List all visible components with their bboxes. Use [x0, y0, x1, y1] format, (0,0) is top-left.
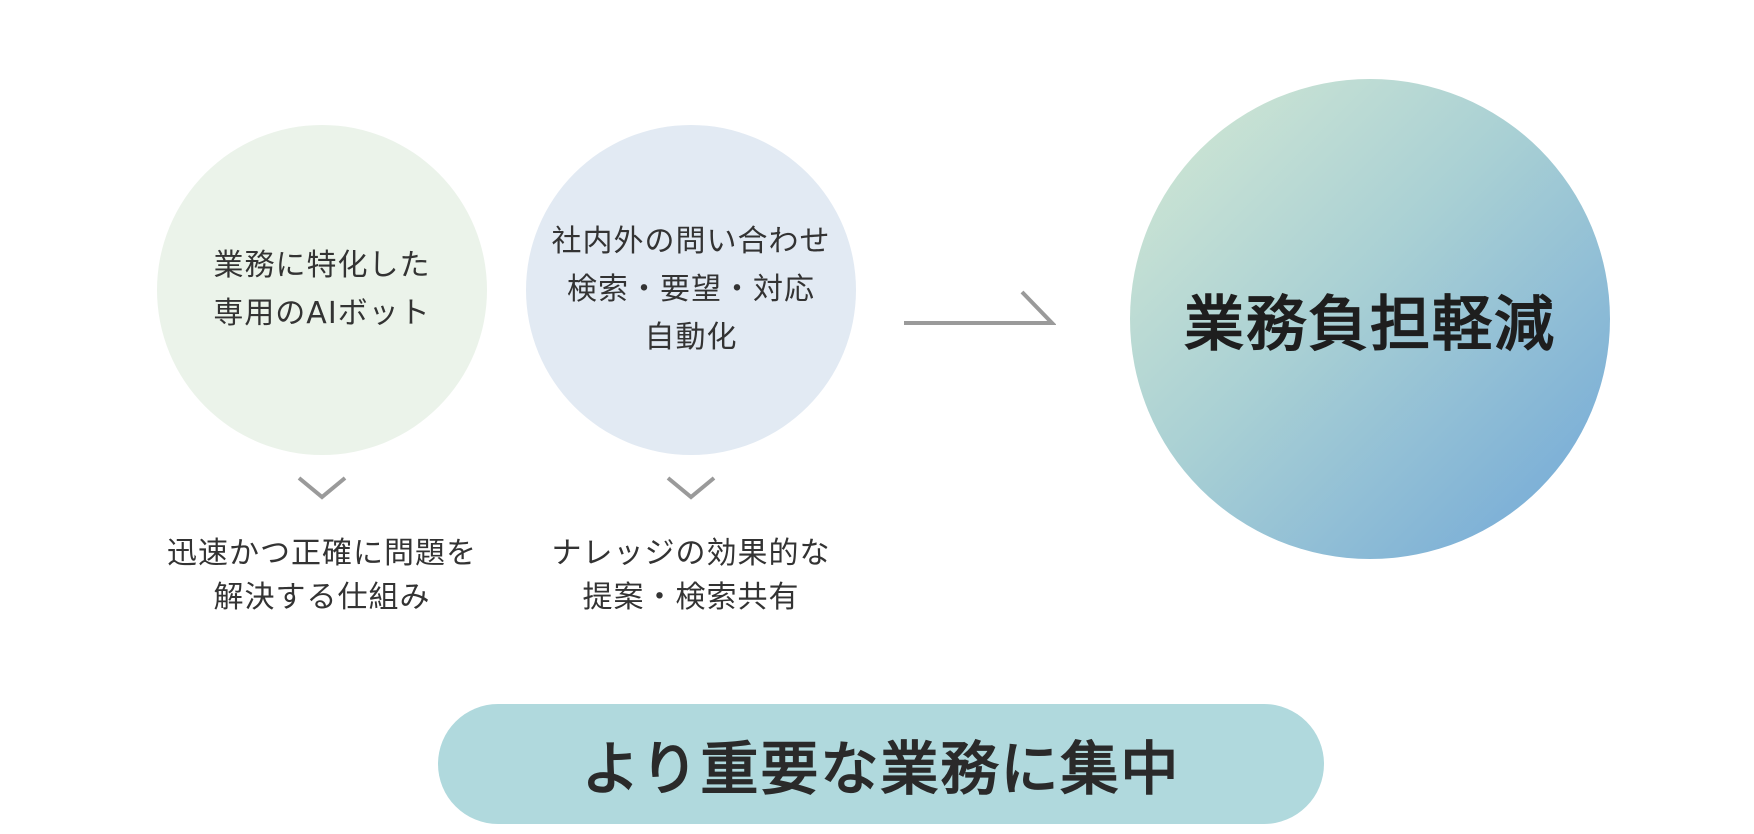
circle-text-line: 専用のAIボット — [213, 296, 431, 331]
result-text-line: 解決する仕組み — [213, 580, 431, 615]
left-result-text: 迅速かつ正確に問題を 解決する仕組み — [122, 532, 522, 620]
circle-text-line: 社内外の問い合わせ — [551, 224, 831, 259]
chevron-down-icon — [297, 476, 347, 500]
banner-label: より重要な業務に集中 — [581, 735, 1181, 803]
workload-reduction-circle: 業務負担軽減 — [1130, 79, 1610, 559]
arrow-right-icon — [904, 290, 1056, 325]
result-text-line: 迅速かつ正確に問題を — [167, 536, 477, 571]
focus-banner: より重要な業務に集中 — [438, 704, 1324, 824]
result-text-line: ナレッジの効果的な — [551, 536, 831, 571]
result-text-line: 提案・検索共有 — [582, 580, 800, 615]
inquiry-automation-circle: 社内外の問い合わせ 検索・要望・対応 自動化 — [526, 125, 856, 455]
specialized-ai-bot-circle: 業務に特化した 専用のAIボット — [157, 125, 487, 455]
middle-result-text: ナレッジの効果的な 提案・検索共有 — [491, 532, 891, 620]
circle-text-line: 検索・要望・対応 — [567, 272, 815, 307]
circle-text-line: 業務に特化した — [213, 248, 431, 283]
circle-text-line: 自動化 — [644, 320, 738, 355]
outcome-label: 業務負担軽減 — [1184, 289, 1556, 360]
chevron-down-icon — [666, 476, 716, 500]
